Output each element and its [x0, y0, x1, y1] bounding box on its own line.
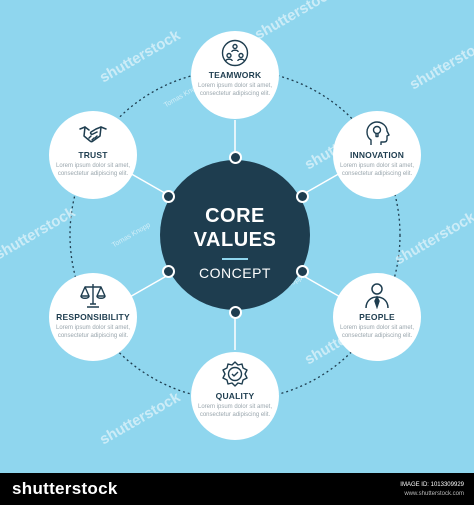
scales-icon: [80, 284, 106, 308]
node-description: Lorem ipsum dolor sit amet, consectetur …: [197, 404, 273, 418]
stock-footer: shutterstock IMAGE ID: 1013309929 www.sh…: [0, 473, 474, 505]
dotted-orbit: [69, 69, 401, 401]
connector-dot: [229, 151, 242, 164]
hub-title-line1: CORE: [205, 205, 265, 227]
node-title: PEOPLE: [359, 312, 395, 322]
person-icon: [365, 283, 389, 309]
node-title: RESPONSIBILITY: [56, 312, 130, 322]
connector-dot: [296, 190, 309, 203]
node-teamwork: TEAMWORK Lorem ipsum dolor sit amet, con…: [191, 31, 279, 119]
node-quality: QUALITY Lorem ipsum dolor sit amet, cons…: [191, 352, 279, 440]
node-description: Lorem ipsum dolor sit amet, consectetur …: [55, 163, 131, 177]
node-description: Lorem ipsum dolor sit amet, consectetur …: [197, 83, 273, 97]
node-description: Lorem ipsum dolor sit amet, consectetur …: [339, 325, 415, 339]
lightbulb-head-icon: [366, 121, 390, 145]
hub-subtitle: CONCEPT: [199, 265, 271, 281]
core-values-hub: CORE VALUES CONCEPT: [160, 160, 310, 310]
connector-dot: [162, 265, 175, 278]
node-people: PEOPLE Lorem ipsum dolor sit amet, conse…: [333, 273, 421, 361]
node-responsibility: RESPONSIBILITY Lorem ipsum dolor sit ame…: [49, 273, 137, 361]
infographic: shutterstock shutterstock shutterstock s…: [0, 0, 474, 449]
handshake-icon: [79, 126, 107, 143]
hub-divider: [222, 258, 248, 260]
node-trust: TRUST Lorem ipsum dolor sit amet, consec…: [49, 111, 137, 199]
node-description: Lorem ipsum dolor sit amet, consectetur …: [339, 163, 415, 177]
node-title: INNOVATION: [349, 150, 405, 160]
site-url: www.shutterstock.com: [404, 491, 464, 497]
hub-title-line2: VALUES: [193, 229, 277, 251]
teamwork-icon: [221, 39, 249, 67]
node-title: TRUST: [78, 150, 108, 160]
image-id: IMAGE ID: 1013309929: [400, 482, 464, 488]
connector-dot: [296, 265, 309, 278]
connector-dot: [162, 190, 175, 203]
footer-brand: shutterstock: [12, 479, 118, 498]
connector-responsibility: [127, 273, 171, 299]
node-title: TEAMWORK: [208, 70, 262, 80]
node-title: QUALITY: [215, 391, 255, 401]
connector-dot: [229, 306, 242, 319]
node-description: Lorem ipsum dolor sit amet, consectetur …: [55, 325, 131, 339]
quality-badge-icon: [222, 361, 248, 387]
connector-people: [299, 273, 343, 299]
node-innovation: INNOVATION Lorem ipsum dolor sit amet, c…: [333, 111, 421, 199]
